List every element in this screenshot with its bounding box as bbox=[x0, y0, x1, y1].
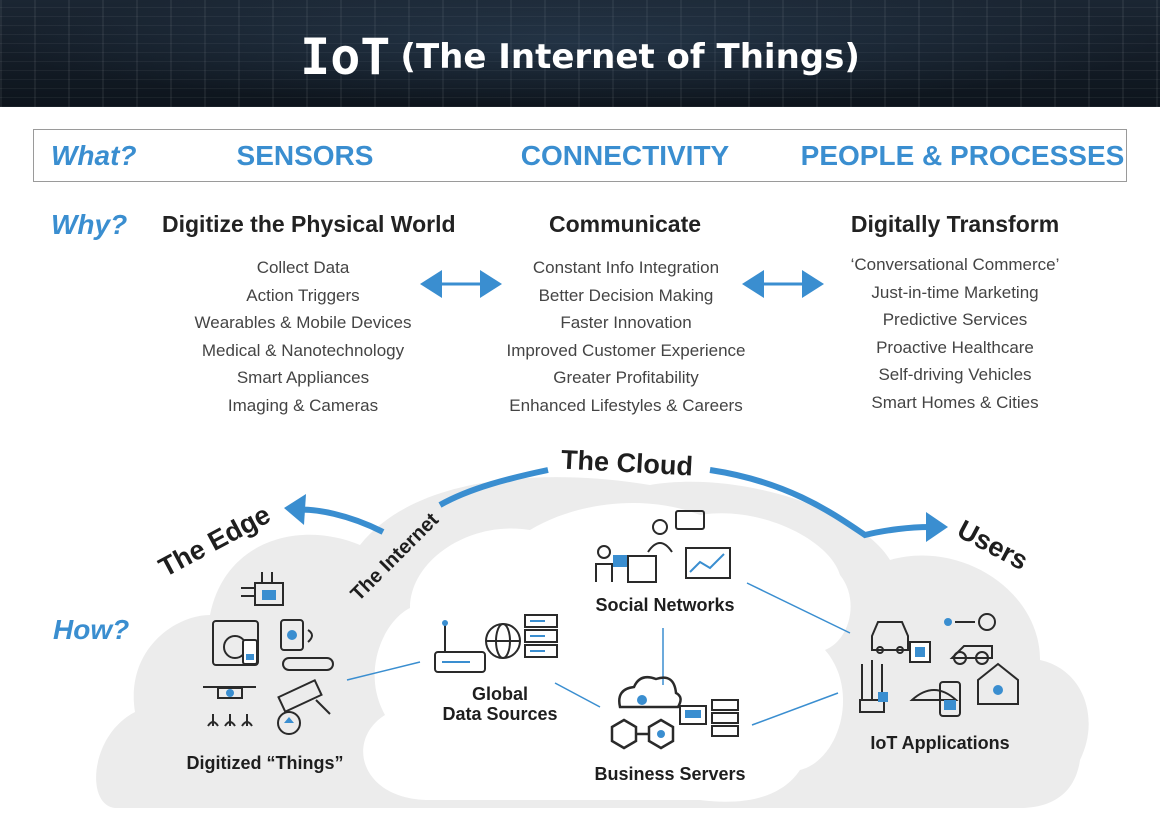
users-arrowhead bbox=[926, 512, 948, 542]
list-item: Action Triggers bbox=[246, 285, 360, 305]
list-item: Medical & Nanotechnology bbox=[201, 340, 405, 360]
how-label: How? bbox=[53, 614, 130, 645]
list-item: Smart Appliances bbox=[236, 368, 370, 387]
edge-arrowhead bbox=[284, 494, 306, 525]
transform-benefit-list: ‘Conversational Commerce’ Just-in-time M… bbox=[835, 251, 1075, 416]
sensors-benefit-list: Collect Data Action Triggers Wearables &… bbox=[178, 254, 428, 419]
scanner-icon bbox=[280, 619, 334, 671]
node-global-data-sources: Global Data Sources bbox=[420, 684, 580, 724]
server-rack-icon bbox=[679, 699, 739, 737]
list-item: Better Decision Making bbox=[538, 285, 714, 305]
list-item: Wearables & Mobile Devices bbox=[194, 313, 412, 332]
double-arrow-left bbox=[420, 270, 502, 298]
node-business-servers: Business Servers bbox=[594, 764, 746, 784]
cloud-arc-right bbox=[709, 467, 931, 539]
list-item: Predictive Services bbox=[882, 310, 1028, 329]
router-icon bbox=[434, 620, 486, 673]
node-global-line2: Data Sources bbox=[442, 704, 558, 724]
why-label: Why? bbox=[51, 209, 128, 240]
node-global-line1: Global bbox=[471, 684, 528, 704]
category-sensors: SENSORS bbox=[236, 140, 374, 171]
list-item: Faster Innovation bbox=[560, 313, 692, 332]
list-item: Collect Data bbox=[256, 258, 350, 277]
list-item: Self-driving Vehicles bbox=[878, 365, 1032, 384]
cloud-arc-top-left bbox=[438, 467, 549, 508]
list-item: ‘Conversational Commerce’ bbox=[850, 255, 1060, 274]
database-server-icon bbox=[524, 614, 558, 658]
list-item: Improved Customer Experience bbox=[506, 340, 746, 360]
heading-transform: Digitally Transform bbox=[850, 211, 1060, 237]
list-item: Smart Homes & Cities bbox=[871, 392, 1039, 412]
category-people-processes: PEOPLE & PROCESSES bbox=[800, 140, 1125, 171]
connection-lines bbox=[346, 582, 851, 726]
double-arrow-right bbox=[742, 270, 824, 298]
title-main: IoT bbox=[300, 28, 391, 86]
people-chat-icon bbox=[595, 510, 731, 583]
list-item: Constant Info Integration bbox=[532, 258, 720, 277]
node-iot-applications: IoT Applications bbox=[870, 733, 1010, 753]
title-sub: (The Internet of Things) bbox=[400, 37, 860, 77]
page-title: IoT(The Internet of Things) bbox=[0, 28, 1160, 86]
security-camera-icon bbox=[277, 678, 331, 735]
drone-icon bbox=[203, 686, 256, 727]
iot-applications-icons bbox=[859, 613, 1019, 717]
heading-digitize: Digitize the Physical World bbox=[162, 211, 456, 237]
network-cloud-icon bbox=[610, 676, 682, 750]
list-item: Enhanced Lifestyles & Careers bbox=[509, 395, 743, 415]
cloud-arc-left bbox=[294, 506, 385, 535]
list-item: Just-in-time Marketing bbox=[871, 282, 1039, 302]
what-row-box bbox=[33, 129, 1127, 182]
background-glow bbox=[0, 0, 1160, 107]
chip-icon bbox=[241, 572, 284, 606]
list-item: Proactive Healthcare bbox=[876, 337, 1034, 357]
what-label: What? bbox=[51, 140, 137, 171]
list-item: Greater Profitability bbox=[553, 368, 699, 387]
washer-phone-icon bbox=[212, 620, 259, 666]
node-social-networks: Social Networks bbox=[595, 595, 735, 615]
connectivity-benefit-list: Constant Info Integration Better Decisio… bbox=[496, 254, 756, 419]
globe-icon bbox=[485, 623, 521, 659]
server-rack-background bbox=[0, 0, 1160, 107]
heading-communicate: Communicate bbox=[548, 211, 702, 237]
header-banner: IoT(The Internet of Things) bbox=[0, 0, 1160, 107]
category-connectivity: CONNECTIVITY bbox=[520, 140, 730, 171]
list-item: Imaging & Cameras bbox=[227, 395, 379, 415]
node-digitized-things: Digitized “Things” bbox=[186, 753, 344, 773]
